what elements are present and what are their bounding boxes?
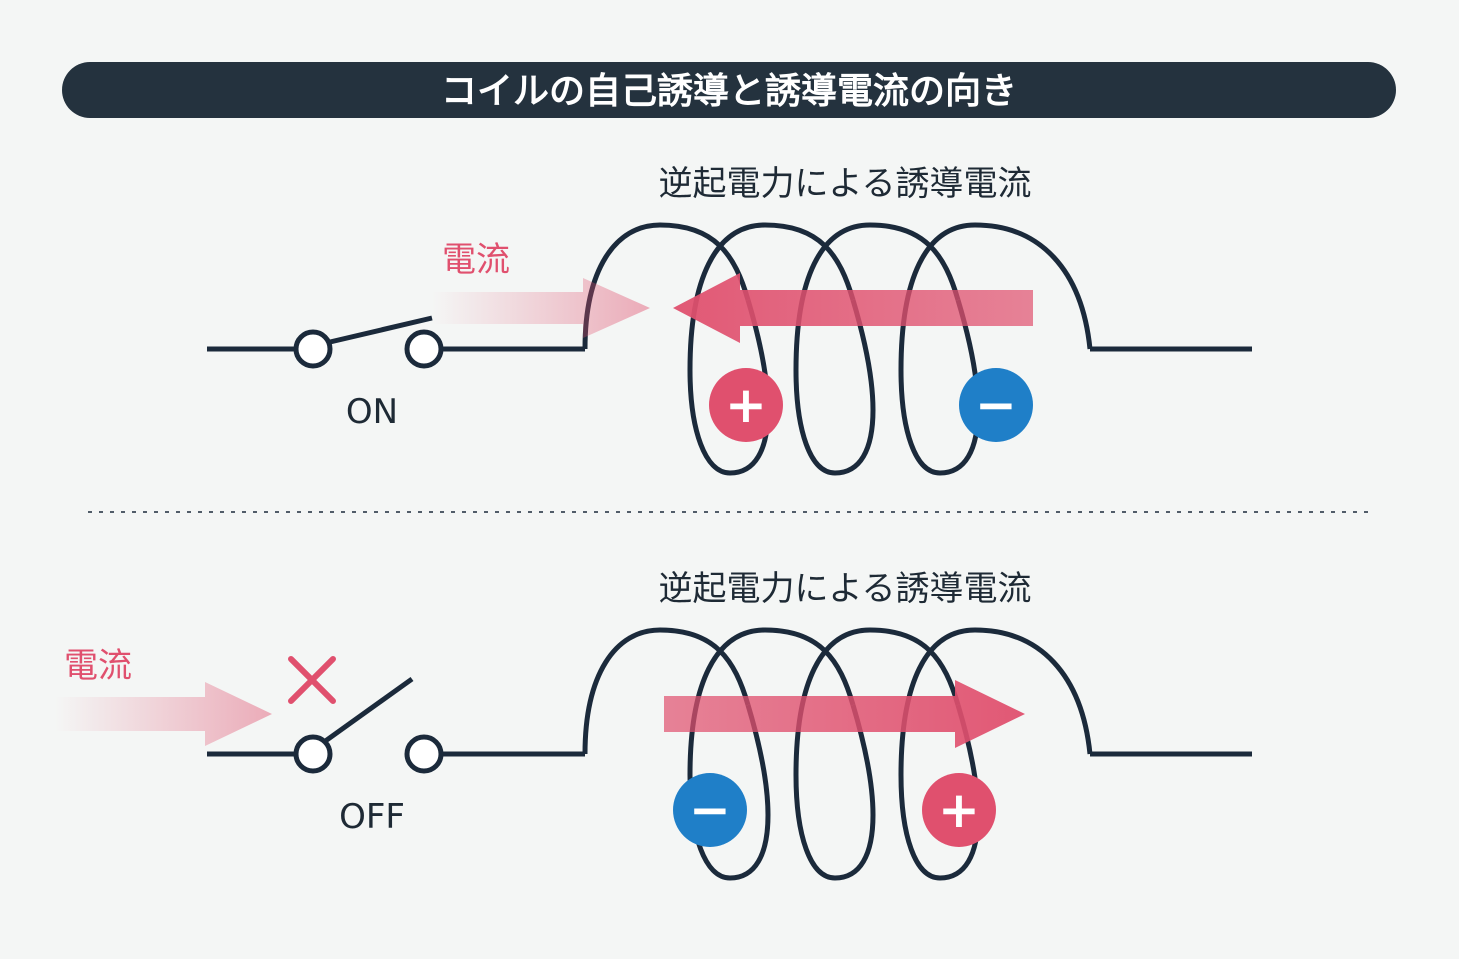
induced-current-label: 逆起電力による誘導電流	[659, 164, 1032, 204]
switch-state-label: OFF	[339, 797, 405, 837]
coil	[582, 627, 1093, 881]
switch-state-label: ON	[346, 392, 398, 432]
coil-loop-4	[898, 627, 1093, 881]
panel-off: 逆起電力による誘導電流 電流 OFF − +	[55, 569, 1252, 881]
switch-terminal-left	[293, 734, 333, 774]
switch-lever	[322, 676, 414, 745]
positive-pole	[922, 773, 996, 847]
current-arrow	[55, 682, 272, 746]
title-banner	[62, 62, 1396, 118]
current-label: 電流	[442, 240, 510, 280]
current-label: 電流	[64, 646, 132, 686]
positive-pole	[709, 368, 783, 442]
switch-terminal-right	[404, 734, 444, 774]
coil-loop-front-1	[582, 627, 751, 755]
switch-lever	[329, 315, 433, 345]
page-title: コイルの自己誘導と誘導電流の向き	[441, 71, 1017, 112]
induced-current-label: 逆起電力による誘導電流	[659, 569, 1032, 609]
positive-sign: +	[725, 376, 767, 434]
switch-terminal-left	[293, 329, 333, 369]
coil-loop-3	[793, 627, 961, 881]
induced-current-arrow	[664, 680, 1025, 748]
positive-sign: +	[938, 781, 980, 839]
negative-sign: −	[975, 376, 1017, 434]
blocked-x-icon	[288, 656, 336, 704]
coil-loop-3	[793, 222, 961, 476]
current-arrow	[432, 278, 650, 338]
induced-current-arrow	[673, 273, 1033, 343]
switch-terminal-right	[404, 329, 444, 369]
coil-loop-2	[687, 222, 856, 476]
negative-pole	[959, 368, 1033, 442]
negative-sign: −	[689, 781, 731, 839]
negative-pole	[673, 773, 747, 847]
panel-on: 逆起電力による誘導電流 ON 電流 + −	[207, 164, 1252, 476]
